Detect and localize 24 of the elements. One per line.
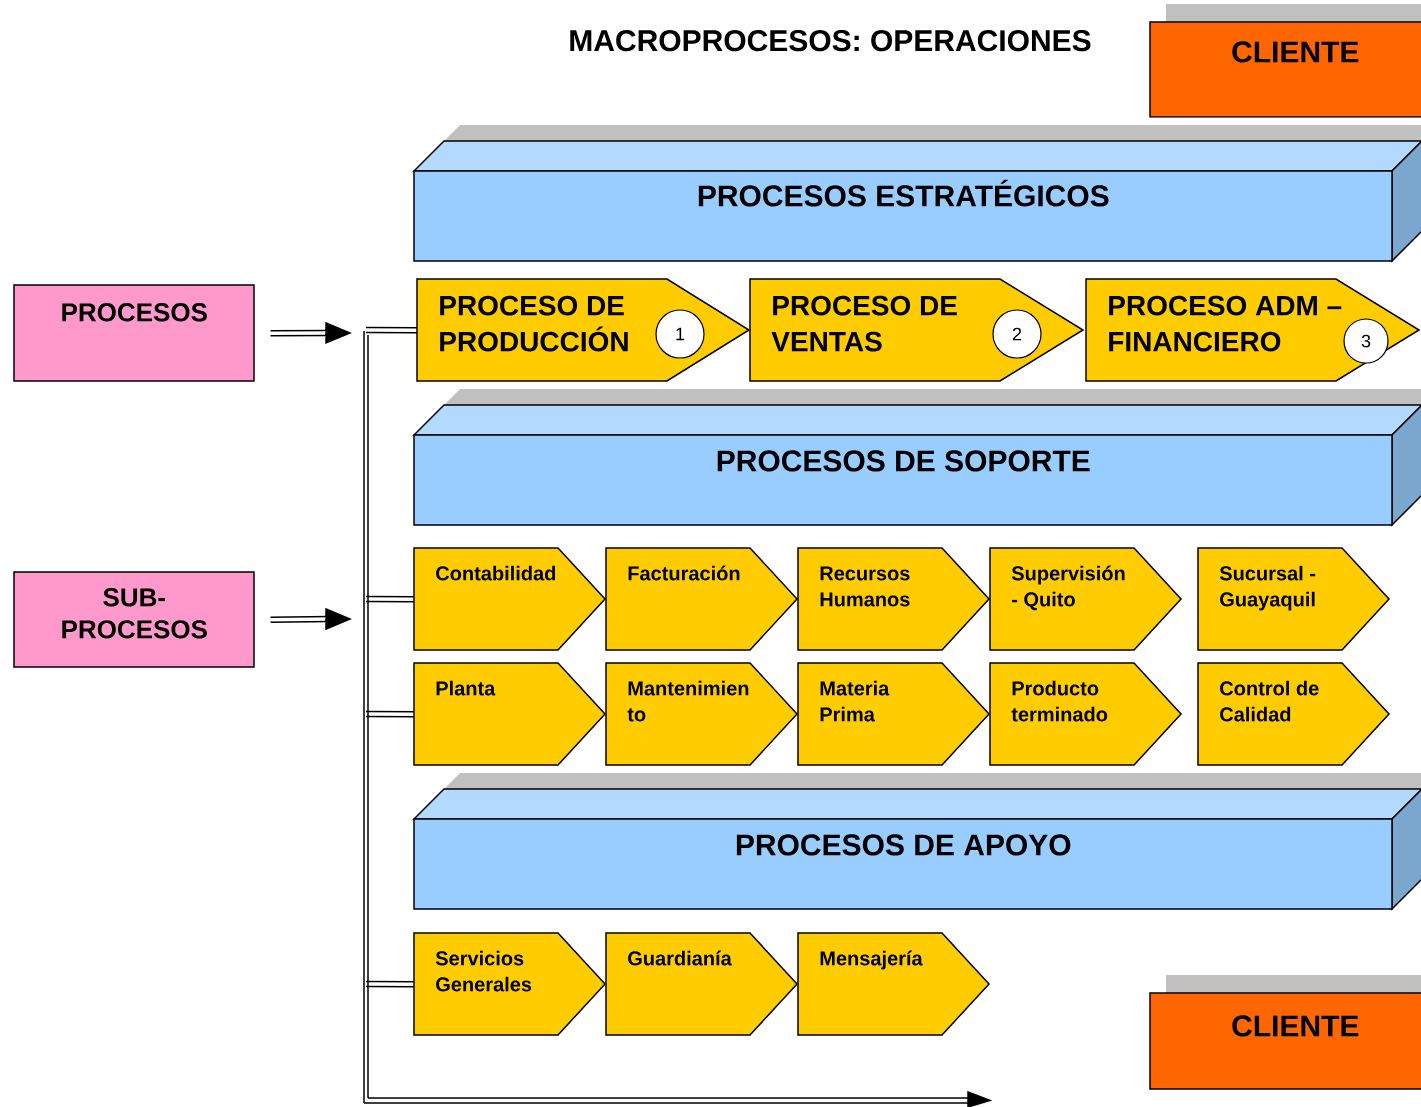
connector-line [365, 595, 415, 603]
subprocess-step-box: Servicios Generales [413, 932, 607, 1036]
arrow [269, 322, 352, 344]
subprocess-step-box: Supervisión - Quito [989, 547, 1183, 651]
title: MACROPROCESOS: OPERACIONES [570, 30, 1091, 52]
subprocess-step-box: Contabilidad [413, 547, 607, 651]
arrow [269, 608, 352, 630]
subprocess-step-box: Mantenimien to [605, 662, 799, 766]
client-box: CLIENTE [1149, 4, 1421, 118]
subprocess-step-box: Facturación [605, 547, 799, 651]
client-box: CLIENTE [1149, 975, 1421, 1090]
connector-line [365, 710, 415, 718]
label-box: SUB- PROCESOS [13, 571, 255, 668]
subprocess-step-box: Sucursal - Guayaquil [1197, 547, 1391, 651]
label-box: PROCESOS [13, 284, 255, 382]
subprocess-step-box: Recursos Humanos [797, 547, 991, 651]
subprocess-step-box: Producto terminado [989, 662, 1183, 766]
subprocess-step-box: Mensajería [797, 932, 991, 1036]
subprocess-step-box: Planta [413, 662, 607, 766]
subprocess-step-box: Guardianía [605, 932, 799, 1036]
connector-line [365, 326, 418, 334]
subprocess-step-box: Materia Prima [797, 662, 991, 766]
connector-line [365, 980, 415, 988]
subprocess-step-box: Control de Calidad [1197, 662, 1391, 766]
